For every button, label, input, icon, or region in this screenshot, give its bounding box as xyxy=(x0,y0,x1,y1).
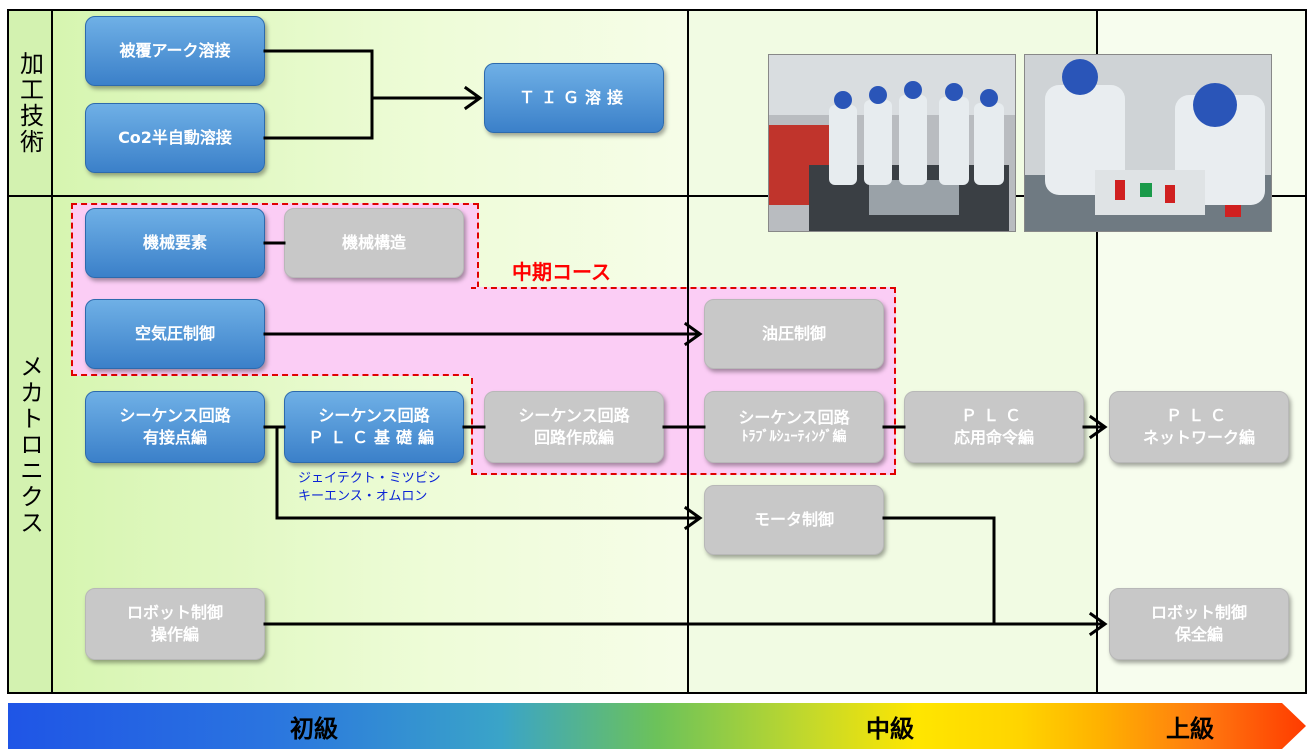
mid-course-zone-join xyxy=(471,289,481,374)
course-plc-applied-instructions[interactable]: ＰＬＣ 応用命令編 xyxy=(904,391,1084,463)
course-machine-elements[interactable]: 機械要素 xyxy=(85,208,265,278)
course-sequence-troubleshooting[interactable]: シーケンス回路 ﾄﾗﾌﾞﾙｼｭｰﾃｨﾝｸﾞ編 xyxy=(704,391,884,463)
course-motor-control[interactable]: モータ制御 xyxy=(704,485,884,555)
course-sequence-relay[interactable]: シーケンス回路 有接点編 xyxy=(85,391,265,463)
course-sequence-circuit-design[interactable]: シーケンス回路 回路作成編 xyxy=(484,391,664,463)
training-photo-wiring xyxy=(1024,54,1272,232)
course-sequence-plc-basics[interactable]: シーケンス回路 ＰＬＣ基礎編 xyxy=(284,391,464,463)
course-shielded-arc-welding[interactable]: 被覆アーク溶接 xyxy=(85,16,265,86)
mid-course-zone-join-top xyxy=(476,287,484,289)
category-column-bg xyxy=(7,9,52,693)
intermediate-divider xyxy=(687,9,689,694)
mid-course-zone-join-bottom xyxy=(473,374,483,376)
level-progress-bar: 初級 中級 上級 xyxy=(8,703,1306,749)
course-pneumatic-control[interactable]: 空気圧制御 xyxy=(85,299,265,369)
category-processing-technology: 加工技術 xyxy=(15,51,44,155)
level-advanced: 上級 xyxy=(1166,715,1214,743)
category-divider xyxy=(51,9,53,694)
course-tig-welding[interactable]: ＴＩＧ溶接 xyxy=(484,63,664,133)
course-co2-semi-auto-welding[interactable]: Co2半自動溶接 xyxy=(85,103,265,173)
category-mechatronics: メカトロニクス xyxy=(15,353,44,536)
training-photo-group xyxy=(768,54,1016,232)
plc-vendor-note: ジェイテクト・ミツビシ キーエンス・オムロン xyxy=(298,471,441,505)
level-intermediate: 中級 xyxy=(866,715,914,743)
course-hydraulic-control[interactable]: 油圧制御 xyxy=(704,299,884,369)
advanced-divider xyxy=(1096,9,1098,694)
level-beginner: 初級 xyxy=(290,715,338,743)
mid-course-label: 中期コース xyxy=(512,260,611,284)
course-robot-operation[interactable]: ロボット制御 操作編 xyxy=(85,588,265,660)
row-divider xyxy=(7,195,1307,197)
course-plc-network[interactable]: ＰＬＣ ネットワーク編 xyxy=(1109,391,1289,463)
course-robot-maintenance[interactable]: ロボット制御 保全編 xyxy=(1109,588,1289,660)
course-machine-structure[interactable]: 機械構造 xyxy=(284,208,464,278)
diagram-frame xyxy=(7,9,1307,694)
